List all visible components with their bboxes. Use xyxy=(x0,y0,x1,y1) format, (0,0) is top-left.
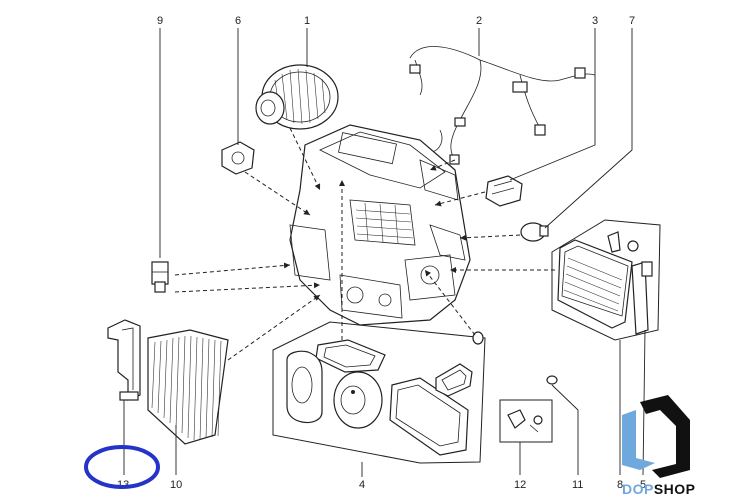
screw-part xyxy=(529,415,543,433)
dopshop-logo-icon xyxy=(622,395,690,478)
rectangular-gasket-part xyxy=(389,377,469,456)
blower-resistor-part xyxy=(485,175,523,207)
callout-11: 11 xyxy=(572,479,583,491)
wiring-harness-part xyxy=(409,46,596,165)
sensor-part xyxy=(520,222,549,242)
dopshop-logo-text: DOPSHOP xyxy=(622,481,696,497)
hose-part xyxy=(472,318,587,385)
heater-pipe-part xyxy=(631,261,653,335)
heater-core-box xyxy=(551,219,661,341)
temperature-sensor-part xyxy=(151,261,169,293)
highlight-circle xyxy=(84,445,160,489)
actuator-part xyxy=(221,141,255,175)
callout-6: 6 xyxy=(235,15,241,27)
hvac-housing-part xyxy=(289,124,471,326)
seal-kit-box xyxy=(272,321,486,464)
callout-labels: 1 2 3 7 6 9 4 10 13 11 12 8 5 xyxy=(117,15,646,491)
callout-1: 1 xyxy=(304,15,310,27)
callout-12: 12 xyxy=(514,479,526,491)
clip-part xyxy=(507,409,526,429)
callout-8: 8 xyxy=(617,479,623,491)
gasket-frame-part xyxy=(315,339,386,373)
callout-4: 4 xyxy=(359,479,365,491)
logo-text-shop: SHOP xyxy=(653,481,696,497)
blower-motor-part xyxy=(255,64,339,130)
cabin-filter-part xyxy=(147,329,229,445)
small-seal-part xyxy=(435,363,473,397)
callout-5: 5 xyxy=(640,479,646,491)
filter-cover-part xyxy=(107,319,141,401)
logo-text-dop: DOP xyxy=(622,481,654,497)
assembly-arrows xyxy=(174,127,555,361)
callout-7: 7 xyxy=(629,15,635,27)
round-seal-part xyxy=(333,371,383,429)
callout-10: 10 xyxy=(170,479,182,491)
leader-lines xyxy=(123,28,646,477)
pipe-bracket-part xyxy=(607,231,639,253)
callout-9: 9 xyxy=(157,15,163,27)
clip-kit-box xyxy=(499,399,553,443)
foam-seal-part xyxy=(286,350,323,424)
callout-2: 2 xyxy=(476,15,482,27)
callout-3: 3 xyxy=(592,15,598,27)
heater-core-part xyxy=(557,239,633,329)
